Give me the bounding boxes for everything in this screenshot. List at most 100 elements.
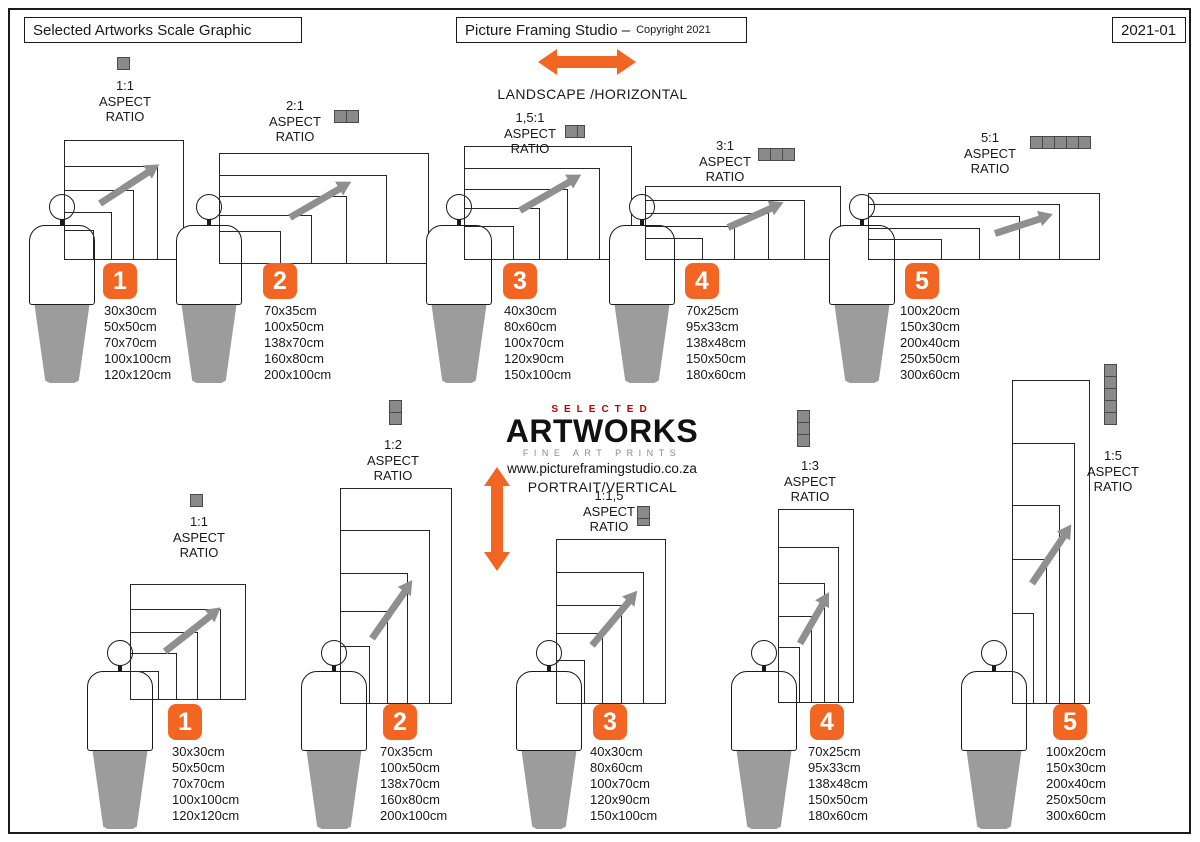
size-item: 250x50cm xyxy=(900,351,960,366)
person-head xyxy=(849,194,875,220)
size-list: 70x25cm 95x33cm 138x48cm 150x50cm 180x60… xyxy=(686,303,746,383)
size-item: 150x100cm xyxy=(504,367,572,382)
size-list: 40x30cm 80x60cm 100x70cm 120x90cm 150x10… xyxy=(590,744,657,824)
ratio-cells-icon xyxy=(637,506,650,526)
size-item: 80x60cm xyxy=(590,760,643,775)
person-figure xyxy=(958,640,1030,830)
size-item: 120x90cm xyxy=(590,792,650,807)
size-item: 150x30cm xyxy=(1046,760,1106,775)
ratio-value: 1:1 xyxy=(189,514,209,529)
landscape-direction-label: LANDSCAPE /HORIZONTAL xyxy=(497,86,688,102)
size-item: 150x50cm xyxy=(686,351,746,366)
frame-outline xyxy=(778,647,800,703)
size-item: 70x70cm xyxy=(104,335,157,350)
logo-selected-text: SELECTED xyxy=(551,404,653,415)
landscape-direction-arrow-icon xyxy=(537,46,637,83)
aspect-ratio-label: 1:2 ASPECT RATIO xyxy=(358,437,428,484)
size-item: 200x100cm xyxy=(380,808,448,823)
aspect-ratio-label: 5:1 ASPECT RATIO xyxy=(955,130,1025,177)
ratio-value: 1:1 xyxy=(115,78,135,93)
size-item: 120x120cm xyxy=(172,808,240,823)
ratio-cells-icon xyxy=(758,148,795,161)
size-item: 50x50cm xyxy=(104,319,157,334)
person-head xyxy=(446,194,472,220)
aspect-ratio-label: 1:1 ASPECT RATIO xyxy=(90,78,160,125)
size-item: 100x100cm xyxy=(104,351,172,366)
ratio-value: 1:1,5 xyxy=(594,488,624,503)
person-head xyxy=(981,640,1007,666)
size-item: 100x20cm xyxy=(1046,744,1106,759)
size-item: 120x120cm xyxy=(104,367,172,382)
size-list: 70x35cm 100x50cm 138x70cm 160x80cm 200x1… xyxy=(264,303,331,383)
group-number-badge: 4 xyxy=(685,263,719,299)
person-figure xyxy=(826,194,898,384)
size-item: 95x33cm xyxy=(808,760,861,775)
size-list: 30x30cm 50x50cm 70x70cm 100x100cm 120x12… xyxy=(172,744,239,824)
size-item: 150x30cm xyxy=(900,319,960,334)
frame-outline xyxy=(130,671,159,700)
ratio-value: 1:2 xyxy=(383,437,403,452)
person-figure xyxy=(84,640,156,830)
aspect-ratio-label: 1:1 ASPECT RATIO xyxy=(164,514,234,561)
person-figure xyxy=(423,194,495,384)
size-item: 100x50cm xyxy=(380,760,440,775)
size-item: 50x50cm xyxy=(172,760,225,775)
person-figure xyxy=(298,640,370,830)
size-item: 70x25cm xyxy=(686,303,739,318)
frame-outline xyxy=(556,660,585,704)
graphic-title: Selected Artworks Scale Graphic xyxy=(33,21,252,39)
ratio-value: 1,5:1 xyxy=(515,110,545,125)
ratio-value: 2:1 xyxy=(285,98,305,113)
logo-subtitle-text: FINE ART PRINTS xyxy=(522,448,682,458)
aspect-ratio-label: 3:1 ASPECT RATIO xyxy=(690,138,760,185)
size-item: 80x60cm xyxy=(504,319,557,334)
size-item: 138x70cm xyxy=(380,776,440,791)
frame-outline xyxy=(868,239,942,260)
ratio-cells-icon xyxy=(334,110,359,123)
size-item: 100x20cm xyxy=(900,303,960,318)
size-list: 30x30cm 50x50cm 70x70cm 100x100cm 120x12… xyxy=(104,303,171,383)
group-number-badge: 5 xyxy=(905,263,939,299)
group-number-badge: 1 xyxy=(168,704,202,740)
studio-title: Picture Framing Studio – xyxy=(465,21,631,39)
group-number-badge: 2 xyxy=(383,704,417,740)
website-url: www.pictureframingstudio.co.za xyxy=(507,461,697,476)
person-figure xyxy=(513,640,585,830)
size-item: 100x70cm xyxy=(590,776,650,791)
size-item: 200x100cm xyxy=(264,367,332,382)
size-item: 70x35cm xyxy=(380,744,433,759)
header-version-code: 2021-01 xyxy=(1112,17,1186,43)
portrait-direction-arrow-icon xyxy=(481,466,513,577)
ratio-value: 3:1 xyxy=(715,138,735,153)
frame-outline xyxy=(64,230,94,260)
size-item: 100x70cm xyxy=(504,335,564,350)
size-item: 100x100cm xyxy=(172,792,240,807)
group-number-badge: 5 xyxy=(1053,704,1087,740)
size-item: 250x50cm xyxy=(1046,792,1106,807)
portrait-direction-label: PORTRAIT/VERTICAL xyxy=(527,479,678,495)
aspect-ratio-label: 1,5:1 ASPECT RATIO xyxy=(495,110,565,157)
size-item: 200x40cm xyxy=(900,335,960,350)
ratio-cells-icon xyxy=(1030,136,1091,149)
size-item: 300x60cm xyxy=(900,367,960,382)
person-head xyxy=(751,640,777,666)
size-item: 30x30cm xyxy=(172,744,225,759)
size-item: 70x70cm xyxy=(172,776,225,791)
ratio-value: 1:3 xyxy=(800,458,820,473)
size-item: 40x30cm xyxy=(590,744,643,759)
version-code: 2021-01 xyxy=(1121,21,1177,39)
size-item: 160x80cm xyxy=(264,351,324,366)
group-number-badge: 2 xyxy=(263,263,297,299)
size-item: 120x90cm xyxy=(504,351,564,366)
ratio-cells-icon xyxy=(565,125,585,138)
size-list: 70x35cm 100x50cm 138x70cm 160x80cm 200x1… xyxy=(380,744,447,824)
size-item: 160x80cm xyxy=(380,792,440,807)
size-item: 180x60cm xyxy=(686,367,746,382)
size-item: 40x30cm xyxy=(504,303,557,318)
group-number-badge: 3 xyxy=(503,263,537,299)
size-item: 95x33cm xyxy=(686,319,739,334)
person-figure xyxy=(173,194,245,384)
size-item: 150x100cm xyxy=(590,808,658,823)
size-list: 70x25cm 95x33cm 138x48cm 150x50cm 180x60… xyxy=(808,744,868,824)
ratio-value: 1:5 xyxy=(1103,448,1123,463)
